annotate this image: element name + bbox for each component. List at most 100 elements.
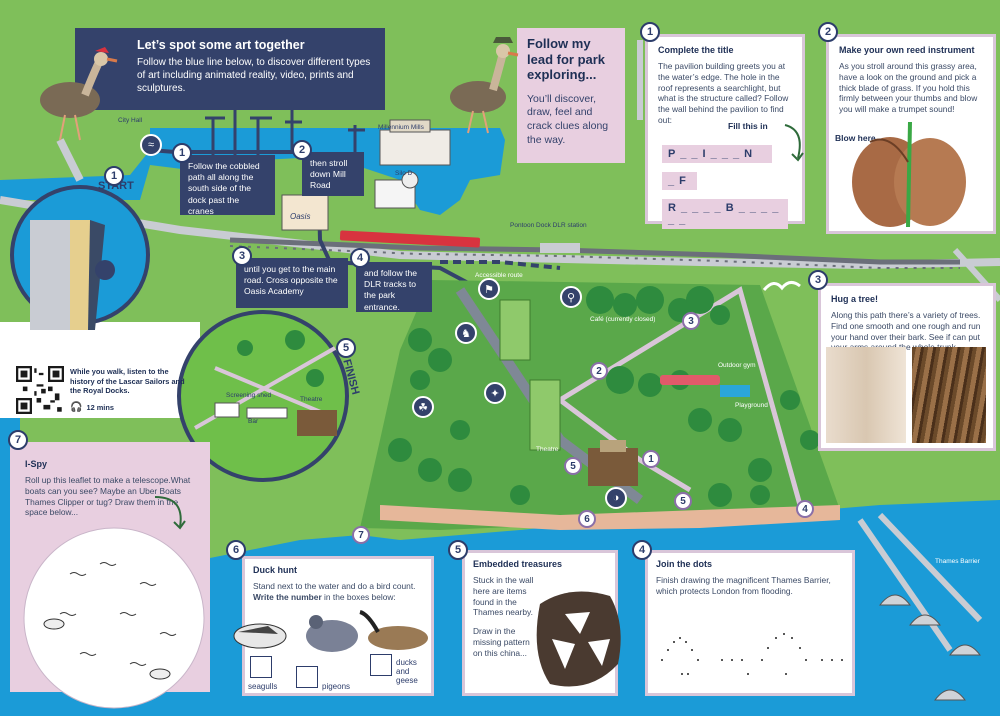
- title-box: Let’s spot some art together Follow the …: [75, 28, 385, 110]
- ispy-heading: I-Spy: [25, 459, 48, 469]
- park-marker-5: 5: [564, 457, 582, 475]
- oasis-label: Oasis: [290, 212, 311, 221]
- accessible-route-label: Accessible route: [475, 272, 523, 279]
- cafe-label: Café (currently closed): [590, 316, 656, 323]
- seagull-icon: [762, 281, 801, 291]
- pontoon-dock-label: Pontoon Dock DLR station: [510, 222, 587, 229]
- thames-barrier-label: Thames Barrier: [935, 558, 980, 565]
- title-heading: Let’s spot some art together: [137, 38, 305, 52]
- curved-arrow-icon: [154, 496, 186, 530]
- blow-label: Blow here: [835, 133, 876, 143]
- join-dots-body: Finish drawing the magnificent Thames Ba…: [656, 574, 831, 596]
- route-step-2: then stroll down Mill Road: [302, 152, 364, 196]
- bird-art-icon[interactable]: ✦: [484, 382, 506, 404]
- park-marker-7: 7: [352, 526, 370, 544]
- follow-body: You’ll discover, draw, feel and crack cl…: [527, 92, 609, 146]
- follow-box: Follow my lead for park exploring... You…: [517, 28, 625, 163]
- sculpture-art-icon[interactable]: ☘: [412, 396, 434, 418]
- embedded-body-2: Draw in the missing pattern on this chin…: [473, 626, 530, 659]
- title-body: Follow the blue line below, to discover …: [137, 57, 371, 94]
- screening-shed-label: Screening shed: [226, 392, 272, 399]
- silo-d-label: Silo D: [395, 170, 413, 177]
- park-marker-6: 6: [578, 510, 596, 528]
- start-number: 1: [104, 166, 124, 186]
- rough-bark-image: [912, 347, 986, 443]
- route-step-1-text: Follow the cobbled path all along the so…: [188, 161, 260, 216]
- ispy-body: Roll up this leaflet to make a telescope…: [25, 474, 191, 518]
- duck-count-box[interactable]: [370, 654, 392, 676]
- china-fragment-image[interactable]: [530, 584, 626, 694]
- duck-hunt-bold: Write the number: [253, 591, 322, 602]
- theatre-map-label: Theatre: [536, 446, 559, 453]
- birds-illustration: [233, 610, 428, 652]
- millennium-mills-label: Millennium Mills: [378, 124, 424, 131]
- route-step-4: and follow the DLR tracks to the park en…: [356, 262, 432, 312]
- panel-5-number: 5: [448, 540, 468, 560]
- outdoor-gym-label: Outdoor gym: [718, 362, 756, 369]
- park-marker-5b: 5: [674, 492, 692, 510]
- finish-inset: [177, 310, 349, 482]
- pigeon-count-box[interactable]: [296, 666, 318, 688]
- shoe-art-icon[interactable]: ♞: [455, 322, 477, 344]
- park-marker-4: 4: [796, 500, 814, 518]
- panel-7-number: 7: [8, 430, 28, 450]
- audio-duration: 12 mins: [86, 402, 114, 412]
- playground-label: Playground: [735, 402, 768, 409]
- hands-icon: [852, 121, 966, 228]
- panel-6-number: 6: [226, 540, 246, 560]
- pigeon-count-label: pigeons: [322, 682, 351, 691]
- theatre-inset-label: Theatre: [300, 396, 323, 403]
- finish-number: 5: [336, 338, 356, 358]
- duck-hunt-text: Stand next to the water and do a bird co…: [253, 580, 416, 591]
- bar-label: Bar: [248, 418, 259, 425]
- panel-join-dots: Join the dots Finish drawing the magnifi…: [645, 550, 855, 696]
- route-step-2-number: 2: [292, 140, 312, 160]
- panel-3-number: 3: [808, 270, 828, 290]
- seagull-count-label: seagulls: [248, 682, 278, 691]
- route-step-3-number: 3: [232, 246, 252, 266]
- park-marker-1: 1: [642, 450, 660, 468]
- panel-2-number: 2: [818, 22, 838, 42]
- panel-1-number: 1: [640, 22, 660, 42]
- toilets-icon: ⚲: [560, 286, 582, 308]
- panel-complete-title: Complete the title The pavilion building…: [645, 34, 805, 224]
- goose-right-icon: [450, 37, 519, 134]
- seagull-count-box[interactable]: [250, 656, 272, 678]
- flag-art-icon[interactable]: ⚑: [478, 278, 500, 300]
- wave-art-icon[interactable]: ≈: [140, 134, 162, 156]
- reed-heading: Make your own reed instrument: [839, 45, 975, 55]
- duck-hunt-heading: Duck hunt: [253, 565, 297, 575]
- complete-title-heading: Complete the title: [658, 45, 734, 55]
- qr-code[interactable]: [16, 366, 64, 414]
- dot-to-dot-barrier[interactable]: [652, 620, 852, 680]
- route-step-1-number: 1: [172, 143, 192, 163]
- audio-text: While you walk, listen to the history of…: [70, 367, 190, 414]
- route-step-4-text: and follow the DLR tracks to the park en…: [364, 268, 418, 312]
- hug-tree-heading: Hug a tree!: [831, 294, 879, 304]
- route-step-1: Follow the cobbled path all along the so…: [180, 155, 275, 216]
- screen-art-icon[interactable]: ◑: [605, 487, 627, 509]
- city-hall-label: City Hall: [118, 117, 143, 124]
- route-step-3-text: until you get to the main road. Cross op…: [244, 264, 338, 297]
- join-dots-heading: Join the dots: [656, 559, 712, 569]
- fill-line-2[interactable]: _ F: [662, 172, 697, 190]
- route-step-4-number: 4: [350, 248, 370, 268]
- headphones-icon: 🎧: [70, 401, 83, 413]
- smooth-bark-image: [826, 347, 906, 443]
- audio-description: While you walk, listen to the history of…: [70, 367, 185, 396]
- start-inset: [10, 185, 150, 330]
- embedded-heading: Embedded treasures: [473, 559, 563, 569]
- telescope-view[interactable]: [20, 524, 208, 712]
- complete-title-body: The pavilion building greets you at the …: [658, 60, 789, 126]
- fill-line-3[interactable]: R _ _ _ _ B _ _ _ _ _ _: [662, 199, 788, 229]
- embedded-body: Stuck in the wall here are items found i…: [473, 574, 534, 618]
- duck-count-label: ducks and geese: [396, 658, 418, 685]
- fill-line-1[interactable]: P _ _ I _ _ _ N: [662, 145, 772, 163]
- route-step-3: until you get to the main road. Cross op…: [236, 258, 348, 308]
- fill-label: Fill this in: [728, 121, 768, 131]
- duck-hunt-end: in the boxes below:: [324, 591, 396, 602]
- park-marker-3: 3: [682, 312, 700, 330]
- park-marker-2: 2: [590, 362, 608, 380]
- reed-body: As you stroll around this grassy area, h…: [839, 60, 978, 115]
